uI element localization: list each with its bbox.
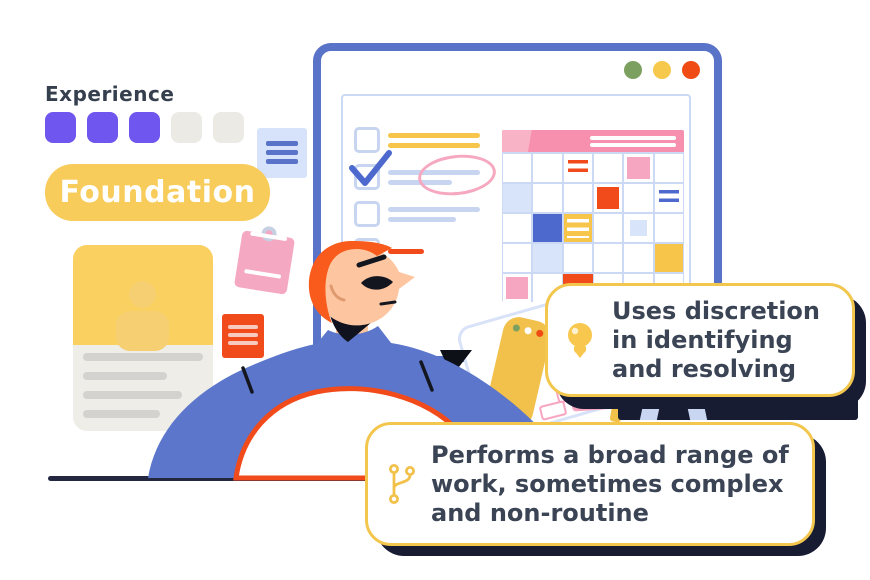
level-badge-label: Foundation <box>59 175 256 210</box>
calendar-cell <box>503 244 532 272</box>
experience-square <box>87 112 118 143</box>
checkbox-icon <box>354 238 380 264</box>
calendar-cell <box>533 214 562 242</box>
checklist-item <box>354 127 480 153</box>
calendar-cell <box>563 214 592 242</box>
level-badge: Foundation <box>45 164 270 221</box>
experience-square <box>129 112 160 143</box>
sticky-note-icon <box>222 314 264 358</box>
checkmark-icon <box>349 150 392 186</box>
experience-square <box>45 112 76 143</box>
calendar-cell <box>624 154 653 182</box>
experience-square <box>213 112 244 143</box>
callout-discretion-text: Uses discretion in identifying and resol… <box>612 296 820 383</box>
experience-square <box>171 112 202 143</box>
checklist-item <box>354 201 480 227</box>
calendar-cell <box>563 244 592 272</box>
calendar-cell <box>533 244 562 272</box>
pinned-note-icon <box>233 225 296 295</box>
calendar <box>502 130 684 302</box>
calendar-cell <box>654 184 683 212</box>
calendar-cell <box>594 184 623 212</box>
calendar-cell <box>654 154 683 182</box>
checkbox-icon <box>354 201 380 227</box>
calendar-cell <box>533 154 562 182</box>
yellow-dot-icon <box>653 61 671 79</box>
calendar-cell <box>503 184 532 212</box>
checkbox-icon <box>354 127 380 153</box>
menu-note-icon <box>257 128 307 178</box>
checklist-item <box>349 150 498 199</box>
calendar-cell <box>533 184 562 212</box>
callout-discretion: Uses discretion in identifying and resol… <box>545 283 855 397</box>
calendar-cell <box>654 214 683 242</box>
git-branch-icon <box>389 464 415 505</box>
profile-card-header <box>73 245 213 351</box>
calendar-grid <box>502 152 684 302</box>
calendar-cell <box>654 244 683 272</box>
calendar-cell <box>594 244 623 272</box>
calendar-cell <box>563 154 592 182</box>
window-traffic-lights <box>624 61 700 79</box>
calendar-cell <box>594 154 623 182</box>
calendar-cell <box>624 244 653 272</box>
checklist-item <box>354 238 424 264</box>
lightbulb-icon <box>568 323 592 358</box>
calendar-cell <box>503 214 532 242</box>
calendar-cell <box>594 214 623 242</box>
experience-label: Experience <box>45 82 175 106</box>
profile-card <box>73 245 213 431</box>
calendar-cell <box>624 184 653 212</box>
green-dot-icon <box>624 61 642 79</box>
person-silhouette-icon <box>129 281 156 308</box>
callout-broad-range: Performs a broad range of work, sometime… <box>365 422 815 546</box>
calendar-cell <box>503 154 532 182</box>
calendar-cell <box>624 214 653 242</box>
callout-broad-range-text: Performs a broad range of work, sometime… <box>431 440 789 527</box>
calendar-cell <box>503 274 532 302</box>
red-dot-icon <box>682 61 700 79</box>
experience-level-meter <box>45 112 244 143</box>
calendar-cell <box>563 184 592 212</box>
calendar-header <box>502 130 684 152</box>
